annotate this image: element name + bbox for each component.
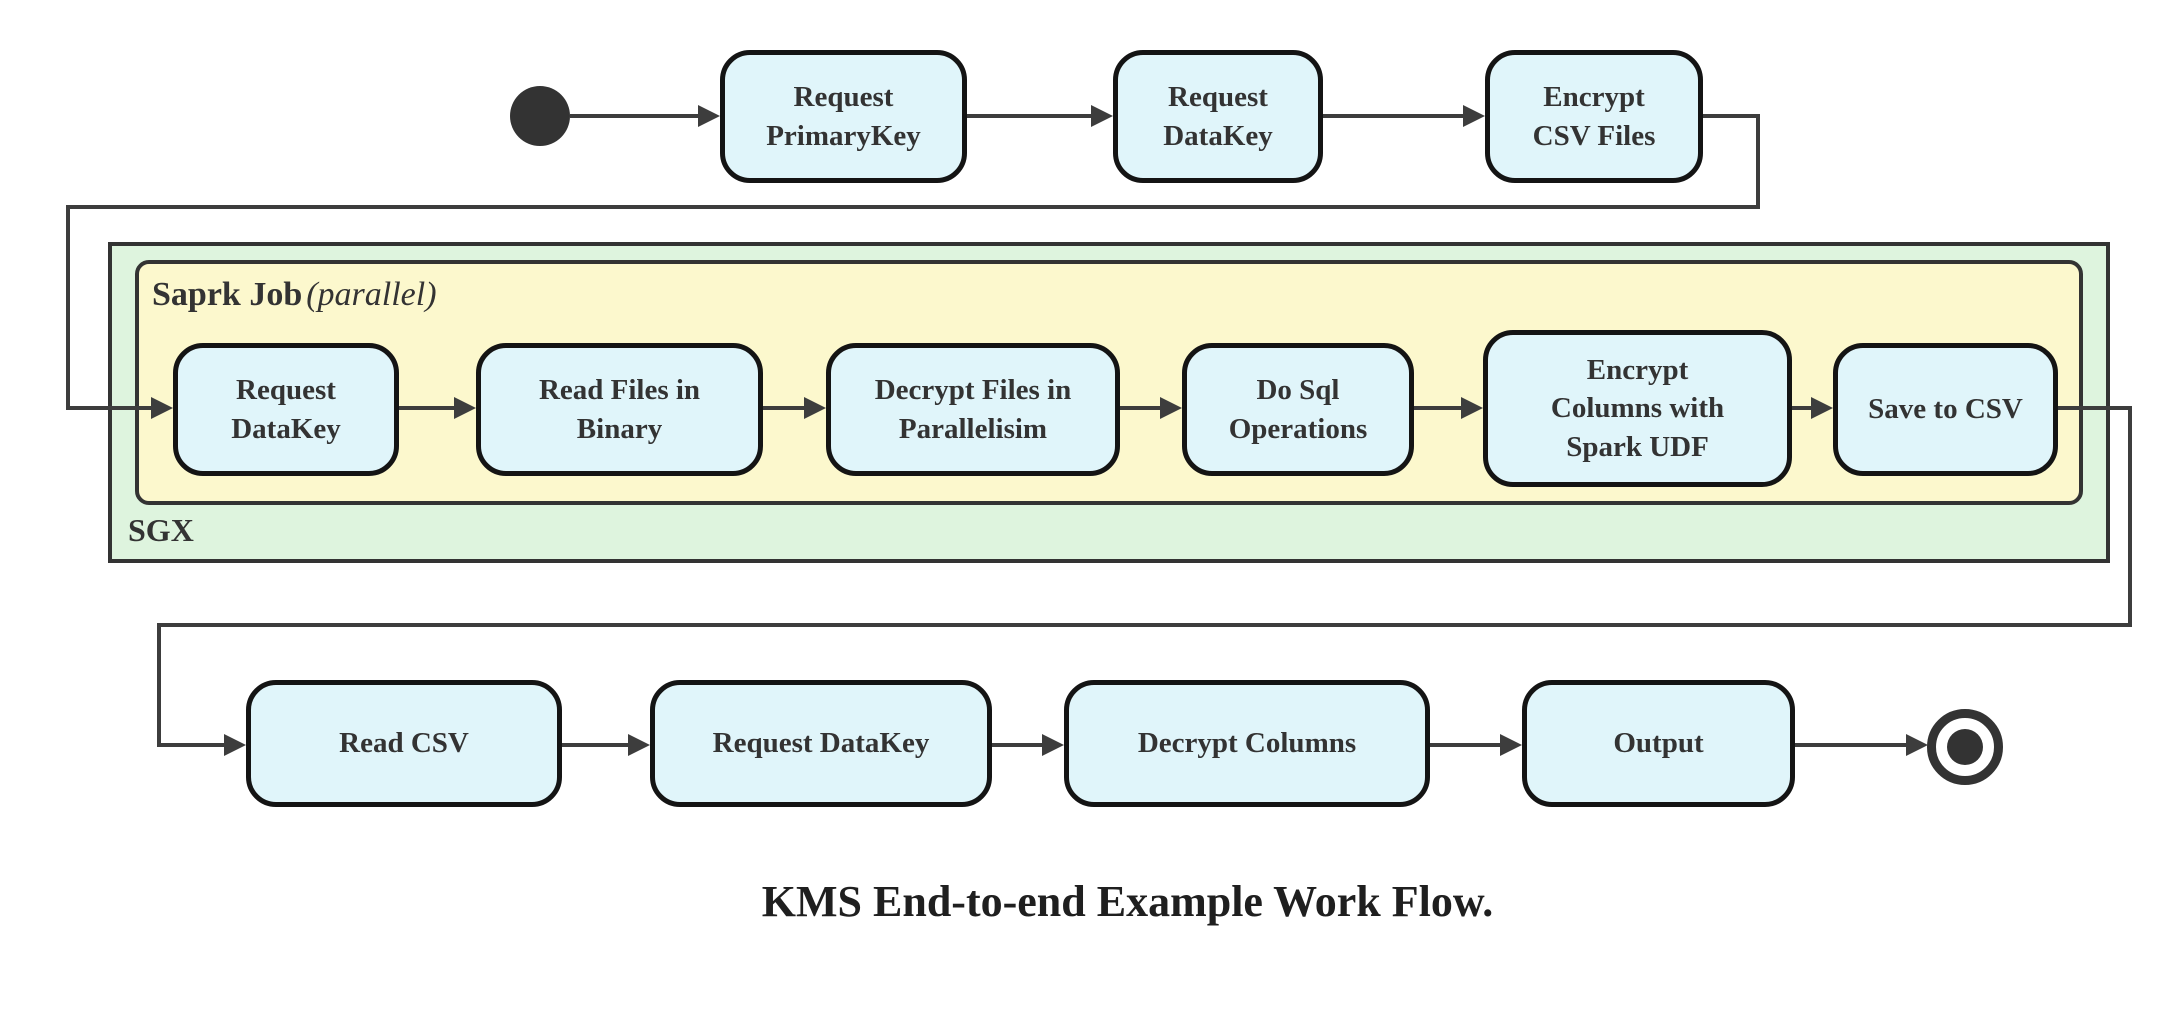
arrowhead-icon <box>1463 105 1485 127</box>
arrowhead-icon <box>224 734 246 756</box>
arrowhead-icon <box>698 105 720 127</box>
connector-segment <box>157 623 2132 627</box>
connector-segment <box>157 743 224 747</box>
activity-node-request-primarykey: Request PrimaryKey <box>720 50 967 183</box>
connector-segment <box>1120 406 1160 410</box>
connector-segment <box>399 406 454 410</box>
diagram-caption: KMS End-to-end Example Work Flow. <box>761 877 1494 926</box>
arrowhead-icon <box>1811 397 1833 419</box>
connector-segment <box>1703 114 1760 118</box>
activity-node-request-datakey-top: Request DataKey <box>1113 50 1323 183</box>
connector-segment <box>66 205 1760 209</box>
arrowhead-icon <box>1042 734 1064 756</box>
connector-segment <box>570 114 700 118</box>
arrowhead-icon <box>454 397 476 419</box>
activity-node-read-files-in-binary: Read Files in Binary <box>476 343 763 476</box>
activity-node-read-csv: Read CSV <box>246 680 562 807</box>
activity-node-encrypt-columns-with-spark-udf: Encrypt Columns with Spark UDF <box>1483 330 1792 487</box>
sgx-label: SGX <box>128 512 194 548</box>
connector-segment <box>1323 114 1463 118</box>
arrowhead-icon <box>1906 734 1928 756</box>
spark-job-label: Saprk Job (parallel) <box>152 276 437 314</box>
connector-segment <box>1756 114 1760 209</box>
connector-segment <box>2128 406 2132 627</box>
activity-node-output: Output <box>1522 680 1795 807</box>
activity-node-do-sql-operations: Do Sql Operations <box>1182 343 1414 476</box>
spark-job-mode: (parallel) <box>306 276 437 313</box>
arrowhead-icon <box>151 397 173 419</box>
end-node-icon <box>1927 709 2003 785</box>
connector-segment <box>66 406 151 410</box>
connector-segment <box>1792 406 1811 410</box>
connector-segment <box>1414 406 1461 410</box>
spark-job-title: Saprk Job <box>152 276 303 313</box>
end-node-inner-dot <box>1947 729 1983 765</box>
connector-segment <box>1795 743 1906 747</box>
activity-node-decrypt-columns: Decrypt Columns <box>1064 680 1430 807</box>
activity-node-save-to-csv: Save to CSV <box>1833 343 2058 476</box>
arrowhead-icon <box>804 397 826 419</box>
connector-segment <box>992 743 1042 747</box>
arrowhead-icon <box>1160 397 1182 419</box>
connector-segment <box>2058 406 2132 410</box>
connector-segment <box>562 743 628 747</box>
arrowhead-icon <box>1091 105 1113 127</box>
arrowhead-icon <box>628 734 650 756</box>
connector-segment <box>1430 743 1500 747</box>
activity-node-decrypt-files-in-parallelisim: Decrypt Files in Parallelisim <box>826 343 1120 476</box>
activity-node-encrypt-csv-files: Encrypt CSV Files <box>1485 50 1703 183</box>
start-node-icon <box>510 86 570 146</box>
connector-segment <box>157 623 161 747</box>
connector-segment <box>66 205 70 410</box>
arrowhead-icon <box>1500 734 1522 756</box>
arrowhead-icon <box>1461 397 1483 419</box>
activity-node-request-datakey-bottom: Request DataKey <box>650 680 992 807</box>
connector-segment <box>763 406 804 410</box>
connector-segment <box>967 114 1091 118</box>
activity-node-request-datakey-spark: Request DataKey <box>173 343 399 476</box>
